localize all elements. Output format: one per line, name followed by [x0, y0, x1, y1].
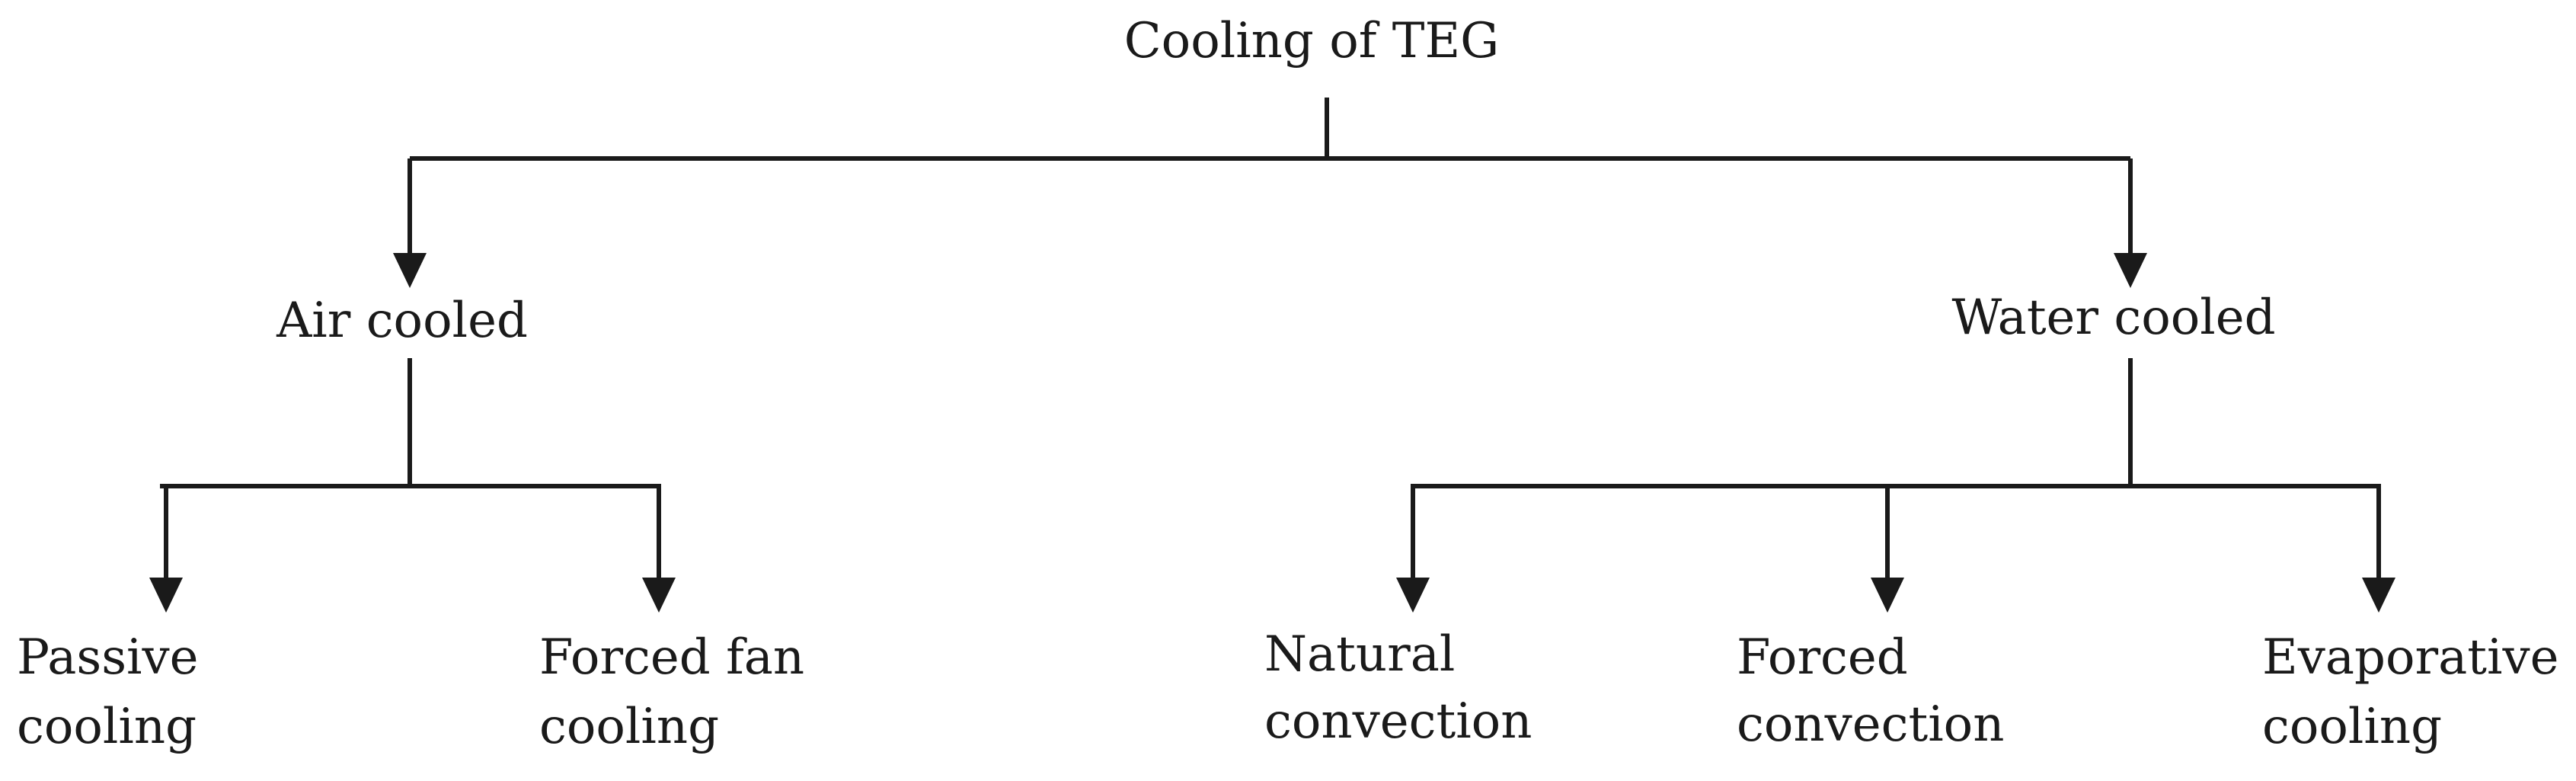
water-cooled-label: Water cooled — [1951, 290, 2275, 346]
leaf-passive-line2: cooling — [17, 699, 197, 755]
arrowhead-water-cooled — [2114, 253, 2147, 288]
arrowhead-natural — [1396, 578, 1430, 613]
leaf-forced-convection-line2: convection — [1737, 696, 2004, 753]
root-node-label: Cooling of TEG — [1124, 13, 1500, 69]
arrowhead-passive — [149, 578, 183, 613]
labels: Cooling of TEG Air cooled Water cooled P… — [17, 13, 2559, 755]
leaf-natural-convection-line1: Natural — [1264, 626, 1455, 683]
leaf-natural-convection-line2: convection — [1264, 693, 1532, 750]
leaf-forced-fan-line1: Forced fan — [539, 629, 804, 686]
leaf-forced-fan-line2: cooling — [539, 699, 719, 755]
arrowhead-air-cooled — [393, 253, 427, 288]
arrowhead-forced-convection — [1871, 578, 1904, 613]
leaf-passive-line1: Passive — [17, 629, 199, 686]
air-cooled-label: Air cooled — [276, 293, 528, 349]
leaf-evaporative-line2: cooling — [2262, 699, 2442, 755]
arrowhead-forced-fan — [642, 578, 676, 613]
leaf-evaporative-line1: Evaporative — [2262, 629, 2559, 686]
arrowhead-evaporative — [2362, 578, 2395, 613]
leaf-forced-convection-line1: Forced — [1737, 629, 1908, 686]
connectors — [149, 98, 2395, 613]
